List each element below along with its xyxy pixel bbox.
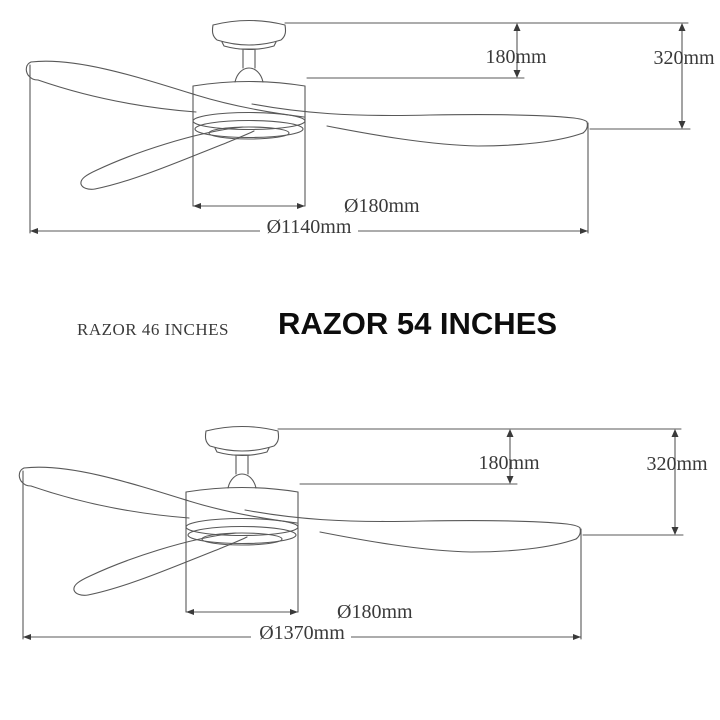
sweep-label-mask <box>260 218 358 235</box>
fan-diagram-razor-54: 180mm 320mm Ø180mm Ø1370mm <box>18 425 708 644</box>
dim-label-ceiling-to-blade: 320mm <box>653 47 715 69</box>
dim-label-sweep-diameter: Ø1370mm <box>259 622 345 644</box>
product-name-razor-54: RAZOR 54 INCHES <box>278 306 558 341</box>
dim-label-motor-diameter: Ø180mm <box>337 601 413 623</box>
dim-label-sweep-diameter: Ø1140mm <box>267 216 352 238</box>
fan-diagram-razor-46: 180mm 320mm Ø180mm Ø1140mm <box>25 19 715 238</box>
dim-label-motor-diameter: Ø180mm <box>344 195 420 217</box>
dim-label-ceiling-to-motor: 180mm <box>478 452 540 474</box>
product-name-razor-46: RAZOR 46 INCHES <box>77 320 230 339</box>
dim-label-ceiling-to-blade: 320mm <box>646 453 708 475</box>
dim-label-ceiling-to-motor: 180mm <box>485 46 547 68</box>
sweep-label-mask <box>251 624 351 641</box>
